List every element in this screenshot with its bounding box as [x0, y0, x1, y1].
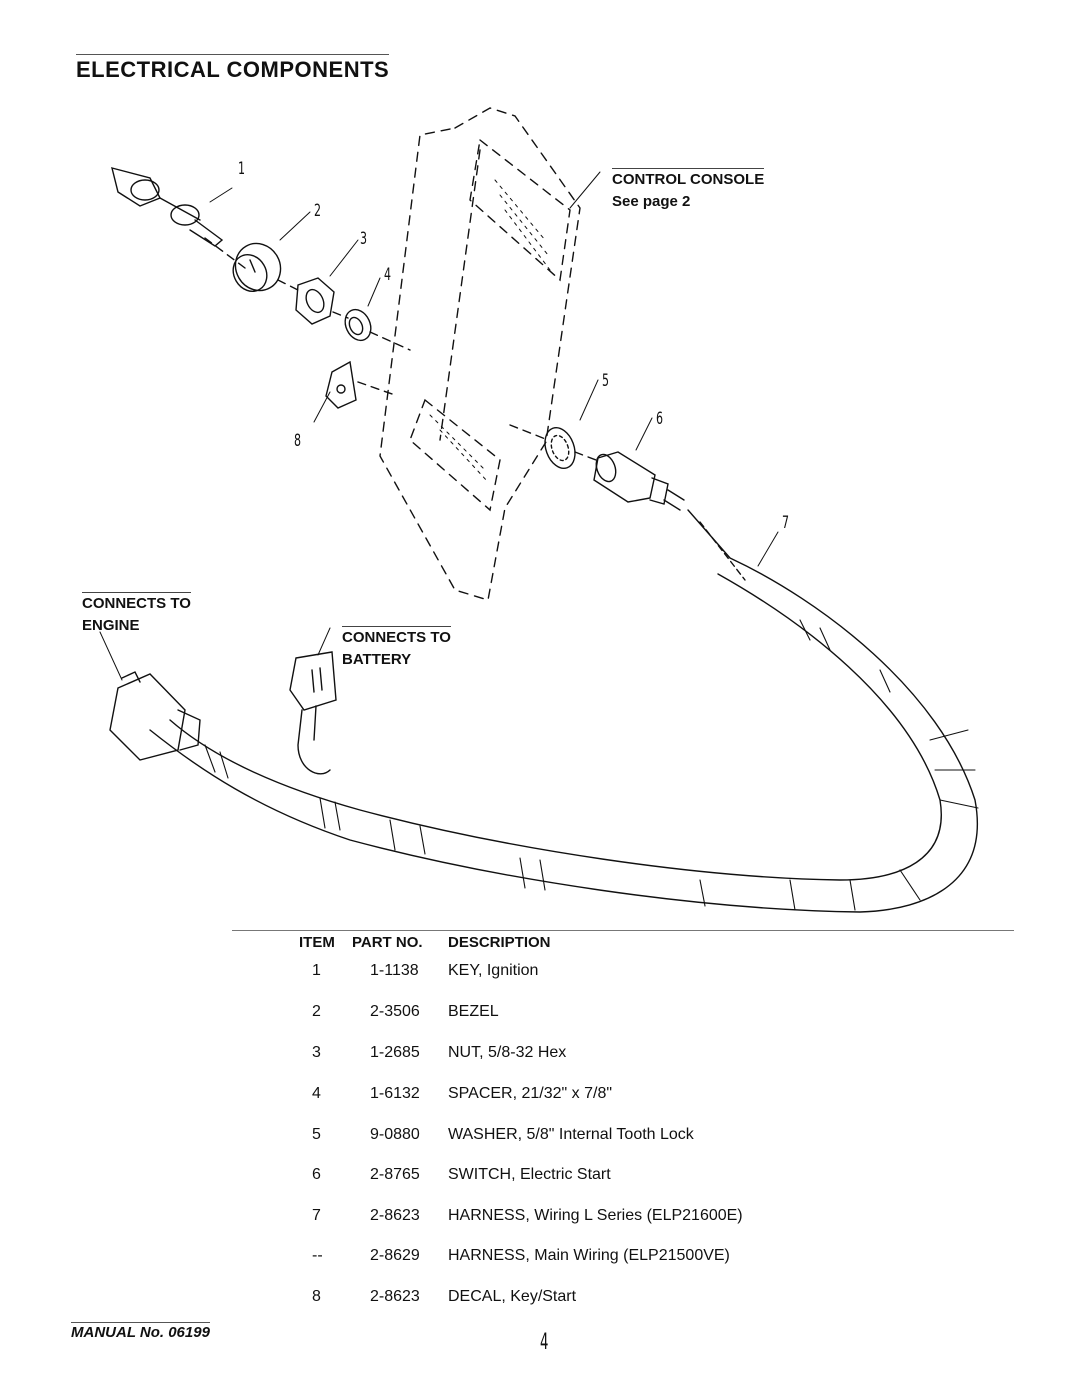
callout-number: 8 — [294, 431, 302, 451]
callout-number: 5 — [602, 371, 610, 391]
connects-to-engine-label: CONNECTS TO ENGINE — [82, 592, 191, 637]
lock-washer-icon — [544, 426, 576, 470]
connects-to-battery-label: CONNECTS TO BATTERY — [342, 626, 451, 671]
hex-nut-icon — [295, 277, 335, 325]
console-hatch — [429, 179, 551, 483]
table-top-rule — [232, 930, 1014, 931]
electrical-components-diagram — [99, 107, 979, 913]
header-description: DESCRIPTION — [448, 934, 551, 951]
decal-icon — [325, 360, 357, 409]
control-console-outline — [379, 107, 581, 601]
callout-number: 4 — [384, 265, 392, 285]
battery-connector-icon — [289, 651, 337, 775]
callout-number: 7 — [782, 513, 790, 533]
bezel-icon — [232, 242, 282, 292]
header-part-no: PART NO. — [352, 934, 423, 951]
spacer-icon — [344, 308, 372, 342]
header-item: ITEM — [299, 934, 335, 951]
page-number: 4 — [540, 1330, 549, 1355]
harness-wrap-marks — [204, 619, 979, 911]
callout-number: 1 — [238, 159, 246, 179]
wiring-harness-icon — [149, 509, 978, 913]
callout-number: 2 — [314, 201, 322, 221]
ignition-key-icon — [111, 167, 224, 247]
engine-connector-icon — [109, 671, 201, 761]
page-title: ELECTRICAL COMPONENTS — [76, 54, 390, 83]
callout-number: 3 — [360, 229, 368, 249]
callout-number: 6 — [656, 409, 664, 429]
manual-number: MANUAL No. 06199 — [71, 1322, 210, 1341]
leader-lines — [99, 171, 779, 681]
see-page-label: See page 2 — [612, 193, 691, 210]
electric-start-switch-icon — [593, 451, 685, 511]
control-console-label: CONTROL CONSOLE See page 2 — [612, 168, 765, 213]
